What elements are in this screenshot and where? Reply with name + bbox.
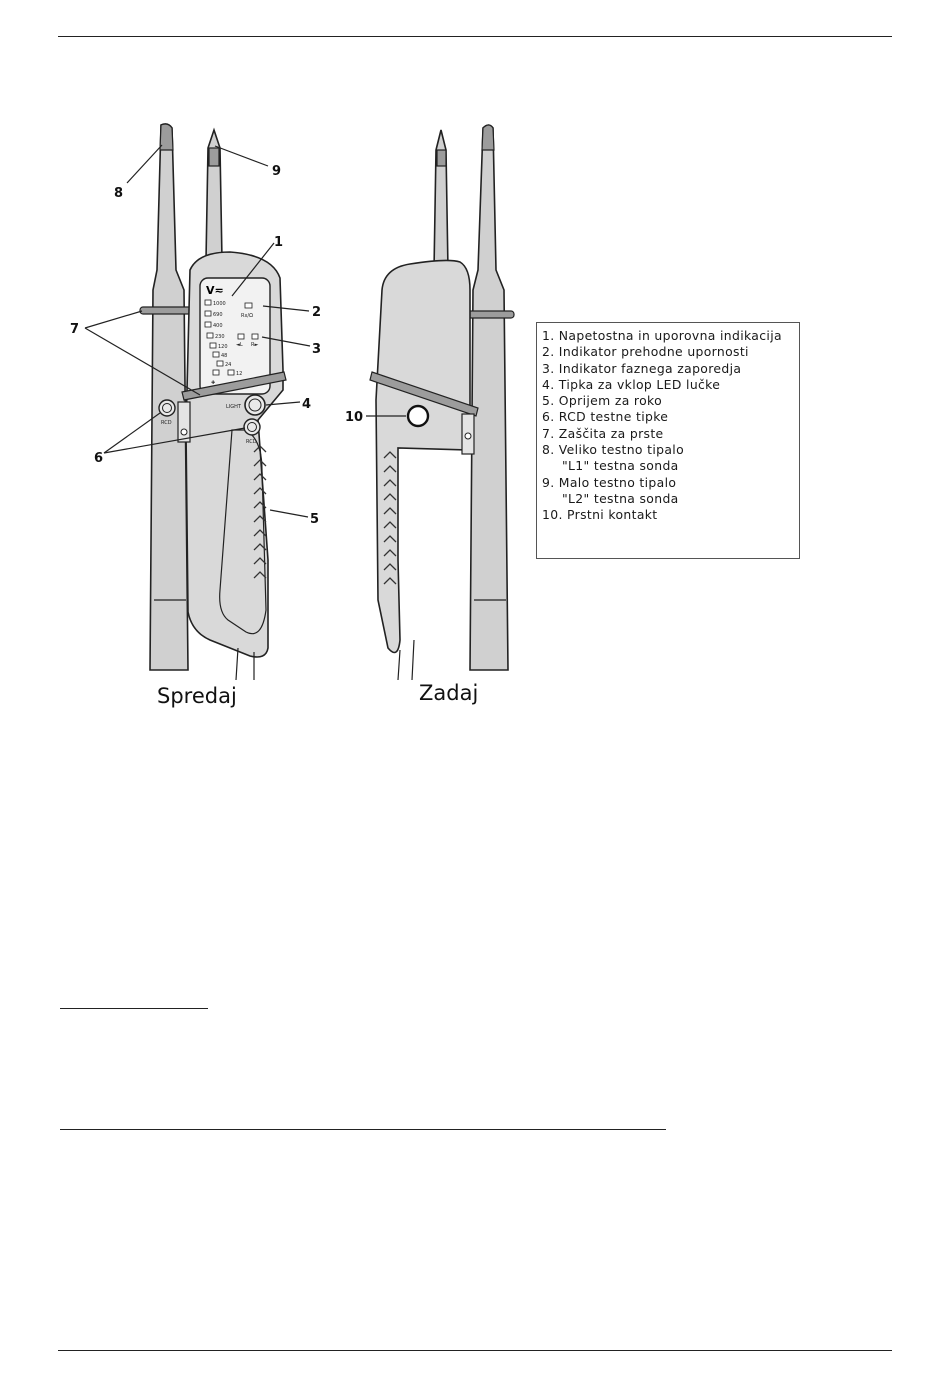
light-button-label: LIGHT	[226, 404, 242, 410]
front-view: V≂ 1000 690 400 230 120 48 24 12 ✚ Rx/Ω	[70, 123, 321, 708]
cable-back	[397, 639, 415, 681]
callout-1: 1	[274, 235, 283, 250]
legend-item-continuation: "L1" testna sonda	[562, 458, 679, 474]
svg-text:1000: 1000	[213, 301, 226, 307]
svg-text:◄L: ◄L	[236, 342, 243, 348]
svg-text:400: 400	[213, 323, 223, 329]
resistance-led	[244, 302, 253, 309]
legend-item: 7. Zaščita za prste	[542, 425, 664, 441]
rcd-button-probe[interactable]	[158, 399, 176, 417]
large-probe-tip-sleeve	[159, 123, 174, 151]
legend-item: 5. Oprijem za roko	[542, 393, 663, 409]
legend-item: 4. Tipka za vklop LED lučke	[542, 376, 721, 392]
large-probe-back	[469, 124, 509, 671]
back-caption: Zadaj	[419, 681, 478, 705]
grip-panel-front	[219, 429, 267, 635]
callout-8: 8	[114, 186, 123, 201]
header-rule	[58, 36, 892, 37]
legend-item: 10. Prstni kontakt	[542, 507, 658, 523]
back-body	[375, 259, 471, 654]
svg-text:48: 48	[221, 353, 227, 359]
large-probe-front	[149, 123, 189, 671]
rcd-button-body[interactable]	[243, 418, 261, 436]
legend-item: 9. Malo testno tipalo	[542, 474, 677, 490]
legend-item: 3. Indikator faznega zaporedja	[542, 360, 742, 376]
callout-9: 9	[272, 164, 281, 179]
callout-6: 6	[94, 451, 103, 466]
voltage-tester-figure: .body { fill: #d9d9d9; stroke: #222; str…	[70, 123, 515, 708]
svg-text:✚: ✚	[211, 380, 215, 386]
light-button[interactable]	[244, 394, 266, 416]
footer-rule	[58, 1350, 892, 1351]
svg-text:24: 24	[225, 362, 231, 368]
callout-5: 5	[310, 512, 319, 527]
voltage-symbol: V≂	[206, 284, 224, 297]
legend-item: 6. RCD testne tipke	[542, 409, 669, 425]
legend-item: 2. Indikator prehodne upornosti	[542, 344, 749, 360]
back-view: 10 Zadaj	[345, 124, 515, 705]
callout-2: 2	[312, 305, 321, 320]
finger-guard-body-front	[181, 371, 287, 401]
finger-contact[interactable]	[406, 404, 430, 428]
legend-item-continuation: "L2" testna sonda	[562, 490, 679, 506]
voltage-level-leds: 1000 690 400 230 120 48 24 12 ✚	[204, 299, 242, 386]
front-caption: Spredaj	[157, 684, 237, 708]
svg-text:12: 12	[236, 371, 242, 377]
legend-box: 1. Napetostna in uporovna indikacija 2. …	[536, 322, 800, 559]
callout-3: 3	[312, 342, 321, 357]
legend-item: 1. Napetostna in uporovna indikacija	[542, 328, 782, 343]
section-underline-short	[60, 1008, 208, 1009]
callout-10: 10	[345, 410, 363, 425]
callout-7: 7	[70, 322, 79, 337]
cable-front	[235, 647, 255, 681]
svg-text:120: 120	[218, 344, 228, 350]
callout-4: 4	[302, 397, 311, 412]
svg-text:R►: R►	[251, 342, 258, 348]
callout-leaders-front	[84, 144, 311, 518]
svg-text:RCD: RCD	[161, 420, 172, 426]
grip-ribs-back	[383, 451, 397, 585]
finger-guard-body-back	[369, 371, 479, 417]
svg-text:RCD: RCD	[246, 439, 257, 445]
resistance-label: Rx/Ω	[241, 313, 253, 319]
legend-item: 8. Veliko testno tipalo	[542, 442, 685, 458]
phase-sequence-leds: ◄L R►	[236, 333, 258, 348]
svg-text:690: 690	[213, 312, 223, 318]
section-underline-long	[60, 1129, 666, 1130]
svg-text:230: 230	[215, 334, 225, 340]
grip-ribs-front	[253, 445, 267, 579]
